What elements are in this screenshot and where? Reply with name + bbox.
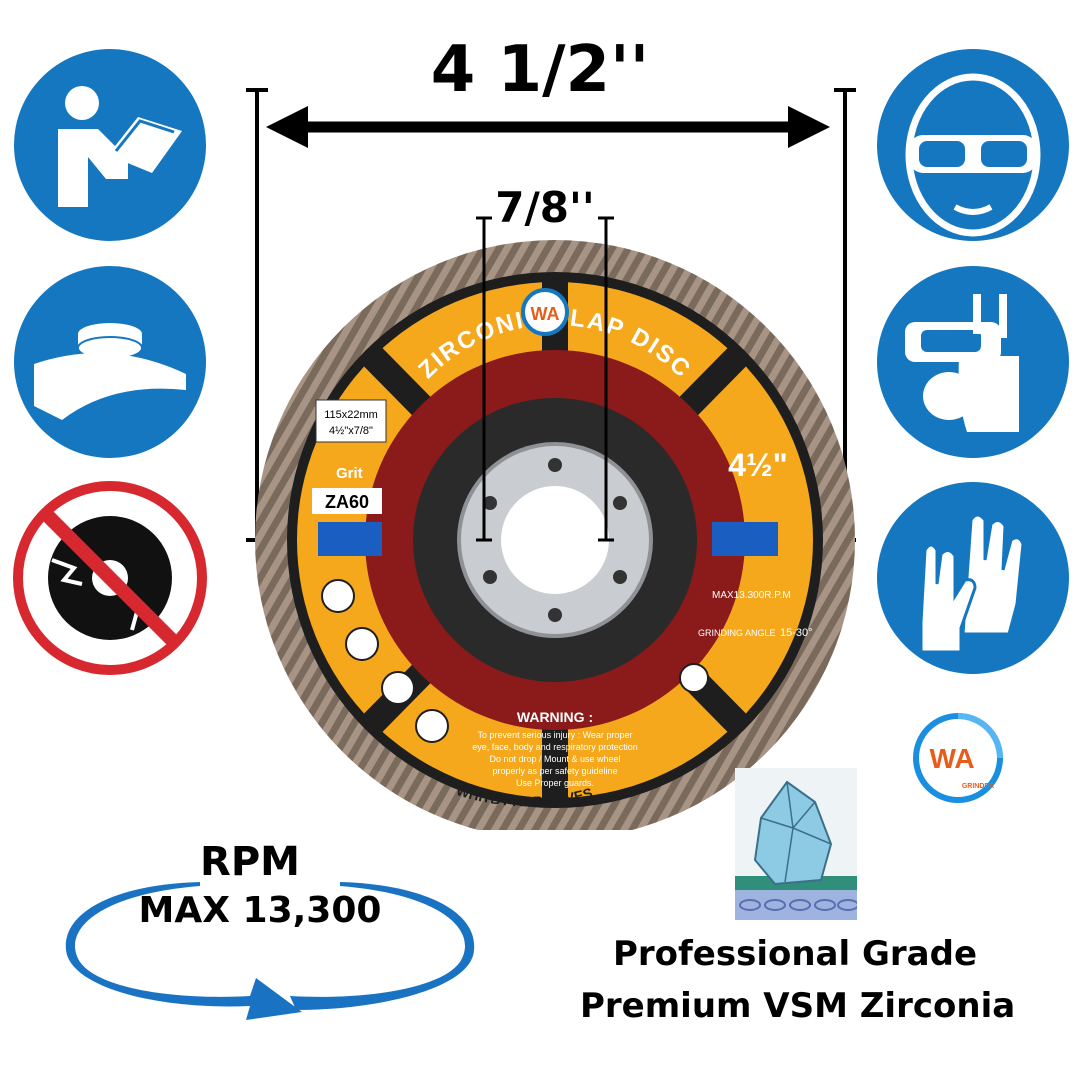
disc-grit-value: ZA60 — [325, 492, 369, 512]
disc-warning-line: properly as per safety guideline — [492, 766, 617, 776]
disc-size-imperial: 4½"x7/8" — [329, 425, 373, 437]
disc-size-metric: 115x22mm — [324, 409, 378, 421]
face-respiratory-protection-icon — [877, 266, 1069, 458]
disc-logo-letters: WA — [531, 304, 560, 324]
disc-warning-title: WARNING : — [517, 709, 593, 725]
rpm-label: RPM — [200, 839, 300, 885]
zirconia-grain-illustration — [735, 768, 857, 920]
disc-grinding-angle-value: 15-30° — [780, 627, 813, 639]
disc-logo — [521, 288, 569, 336]
caption-line-2: Premium VSM Zirconia — [580, 986, 1016, 1026]
flap-disc: ZIRCONIA FLAP DISC 115x22mm 4½"x7/8" Gri… — [255, 240, 855, 830]
use-guard-icon — [14, 266, 206, 458]
arbor-size-label: 7/8'' — [495, 183, 595, 232]
gloves-icon — [877, 482, 1069, 674]
disc-size-badge: 4½" — [728, 447, 788, 483]
read-manual-icon — [14, 49, 206, 241]
brand-logo-letters: WA — [929, 743, 974, 774]
caption-line-1: Professional Grade — [612, 934, 978, 974]
disc-warning-line: To prevent serious injury : Wear proper — [478, 730, 633, 740]
eye-protection-icon — [877, 49, 1069, 241]
rotation-arrow — [65, 882, 475, 1020]
outer-diameter-label: 4 1/2'' — [430, 33, 650, 107]
disc-grit-label: Grit — [336, 465, 363, 482]
disc-safety-pictograms — [321, 579, 709, 743]
no-damaged-disc-icon — [13, 481, 207, 675]
brand-logo: WA GRINDER — [913, 713, 1003, 803]
disc-warning-line: Use Proper guards. — [516, 778, 594, 788]
disc-warning-line: eye, face, body and respiratory protecti… — [472, 742, 638, 752]
disc-grinding-angle-label: GRINDING ANGLE — [698, 628, 776, 638]
rpm-max-value: MAX 13,300 — [138, 890, 382, 931]
disc-warning-line: Do not drop / Mount & use wheel — [489, 754, 620, 764]
brand-logo-sub: GRINDER — [962, 783, 994, 790]
disc-max-rpm: MAX13.300R.P.M — [712, 590, 791, 601]
